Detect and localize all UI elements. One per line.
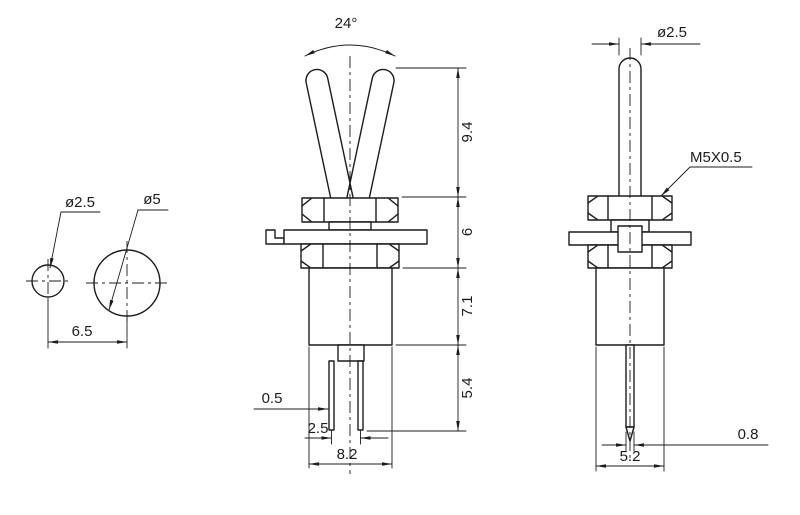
solder-terminals (328, 360, 364, 431)
body-height-label: 7.1 (459, 296, 476, 317)
callout-thread-spec: M5X0.5 (660, 149, 753, 197)
angle-label: 24° (335, 15, 358, 32)
dimension-small-hole-dia: ø2.5 (49, 194, 101, 269)
thread-spec-label: M5X0.5 (690, 149, 742, 166)
terminal-length-label: 5.4 (459, 378, 476, 399)
dimension-throw-angle: 24° (304, 15, 396, 57)
terminal-thickness-label: 0.5 (262, 390, 283, 407)
lock-washer-plate (283, 229, 428, 245)
dimension-large-hole-dia: ø5 (108, 191, 169, 311)
dimension-stack-right: 9.4 6 7.1 5.4 (366, 67, 476, 432)
front-view: 24° 9.4 6 7.1 5.4 0.5 (253, 15, 476, 474)
bushing-height-label: 6 (459, 228, 476, 236)
terminal-width-label: 0.8 (738, 426, 759, 443)
lever-height-label: 9.4 (459, 122, 476, 143)
dia-5-label: ø5 (143, 191, 161, 208)
dia-2-5-label: ø2.5 (65, 194, 95, 211)
terminal-pin-right (357, 360, 364, 431)
dimension-body-depth: 5.2 (595, 346, 665, 472)
locking-tab-hook (265, 229, 285, 245)
mounting-hole-large (86, 241, 168, 325)
dimension-body-width: 8.2 (308, 346, 393, 469)
dimension-terminal-width: 0.8 (601, 426, 769, 452)
base-stub (337, 344, 365, 362)
left-view: ø2.5 ø5 6.5 (26, 191, 169, 349)
dimension-terminal-spacing: 2.5 (304, 420, 389, 445)
body-depth-label: 5.2 (620, 448, 641, 465)
spacing-6-5-label: 6.5 (72, 323, 93, 340)
dimension-terminal-thickness: 0.5 (253, 390, 329, 411)
lever-dia-label: ø2.5 (657, 24, 687, 41)
body-width-label: 8.2 (337, 446, 358, 463)
mounting-hole-small (26, 259, 70, 303)
terminal-pin-left (328, 360, 335, 431)
dimension-lever-dia: ø2.5 (591, 24, 701, 56)
switch-body (308, 267, 393, 346)
terminal-spacing-label: 2.5 (308, 420, 329, 437)
dimension-hole-spacing: 6.5 (47, 298, 128, 349)
side-view: ø2.5 M5X0.5 0.8 5.2 (568, 24, 769, 472)
